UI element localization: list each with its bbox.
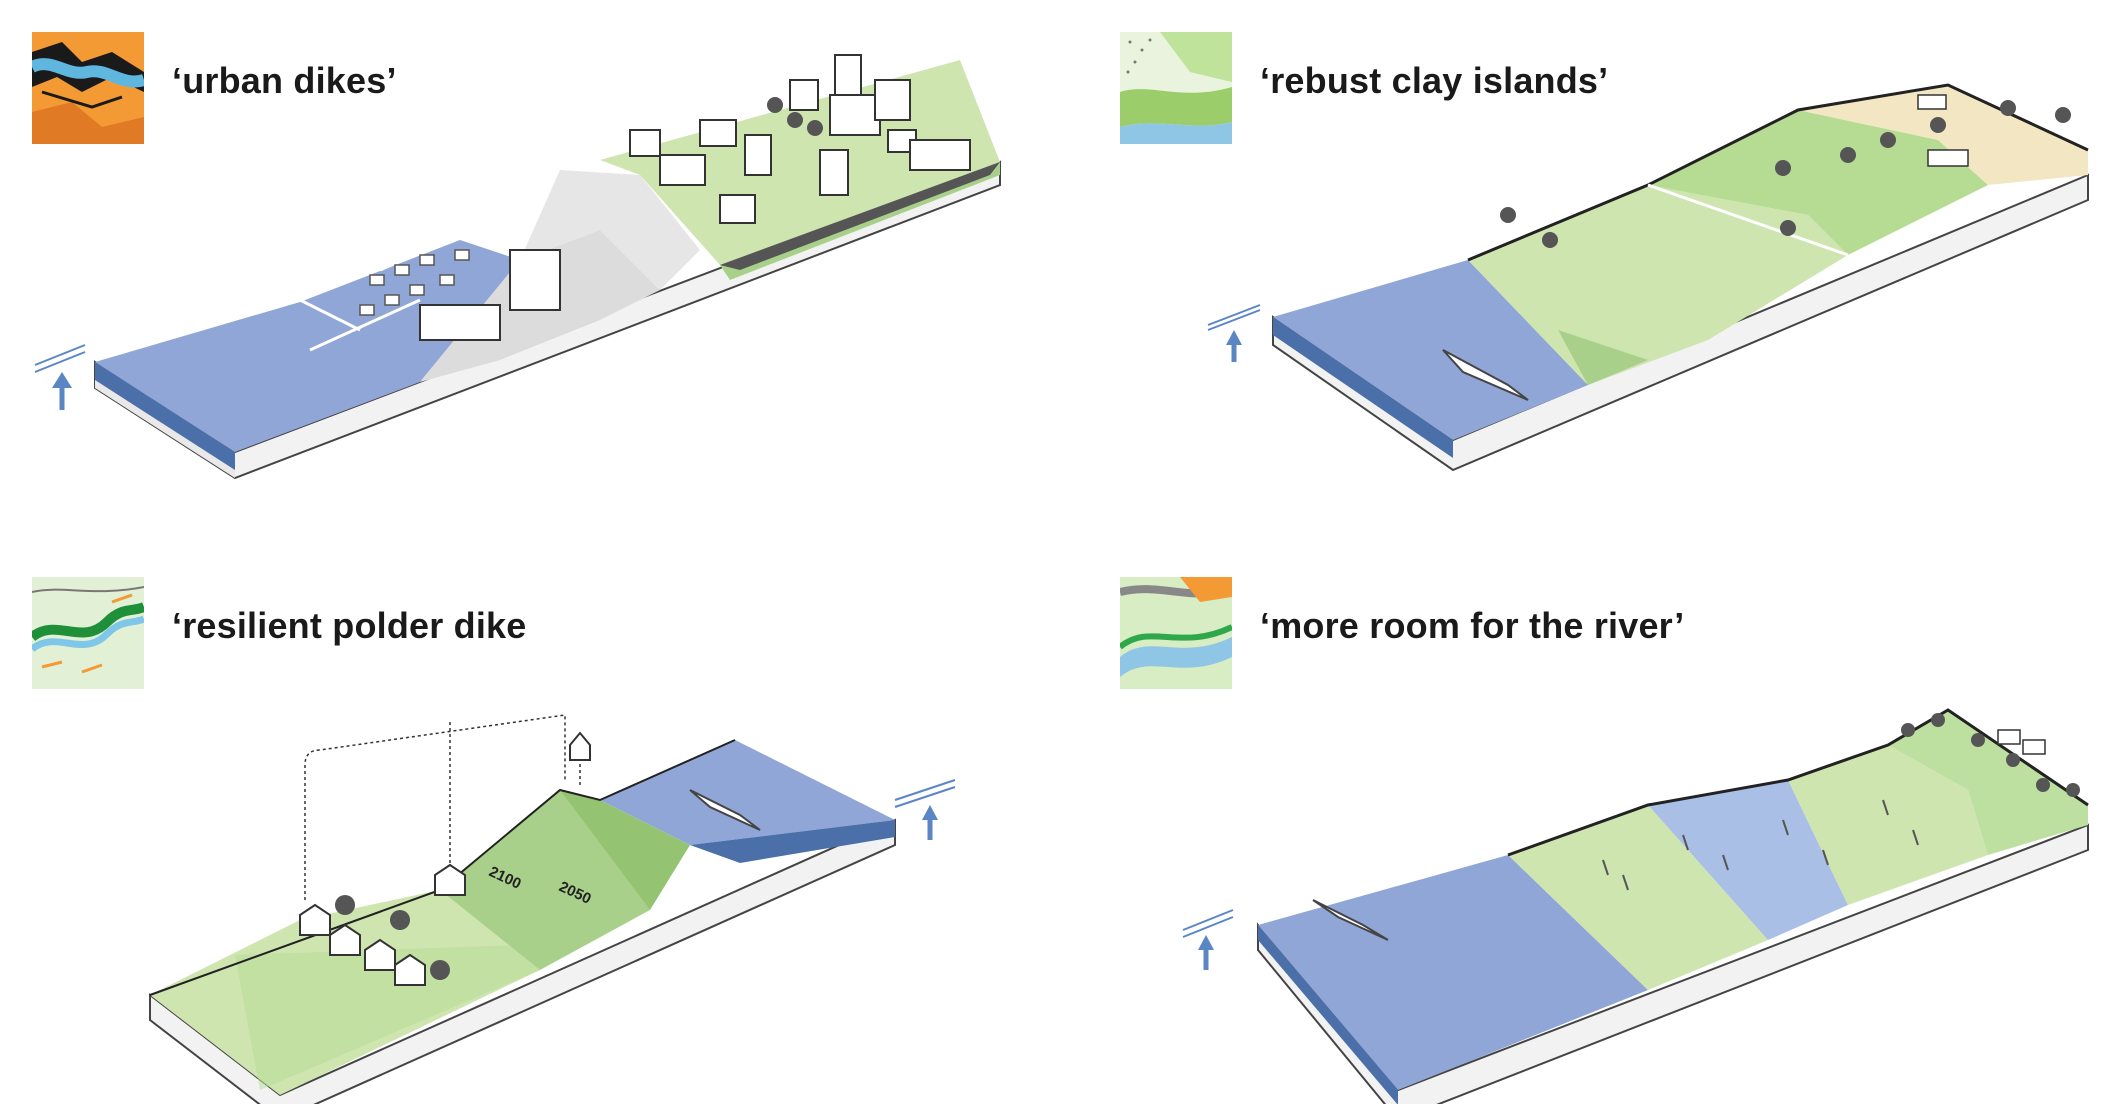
urban-dikes-scene xyxy=(34,54,1001,480)
boats xyxy=(359,249,470,316)
trees xyxy=(335,895,450,980)
room-for-river-scene xyxy=(1182,708,2089,1104)
ship xyxy=(689,789,761,831)
room-for-river-map-icon xyxy=(1120,577,1232,689)
panel-room-for-river: ‘more room for the river’ xyxy=(1088,545,2123,1104)
water-level-arrow-icon xyxy=(1182,909,1234,970)
panel-title: ‘urban dikes’ xyxy=(172,60,397,101)
floodplain-green xyxy=(1508,805,1768,990)
outer-floodplain xyxy=(1788,745,1988,905)
farmland xyxy=(1798,85,2088,185)
panel-title: ‘resilient polder dike xyxy=(172,605,527,646)
dike-houses xyxy=(1997,729,2046,755)
houses xyxy=(299,731,591,986)
ship xyxy=(1312,899,1389,941)
river-water xyxy=(1273,260,1588,440)
panel-polder-dike: ‘resilient polder dike 2100 2050 xyxy=(0,545,1061,1104)
reeds xyxy=(1602,799,1919,891)
city-buildings xyxy=(419,54,971,341)
panel-title: ‘more room for the river’ xyxy=(1260,605,1685,646)
panel-clay-islands: ‘rebust clay islands’ xyxy=(1088,0,2123,559)
river-water xyxy=(600,740,895,845)
trees xyxy=(1901,713,2080,797)
water-level-arrow-icon xyxy=(1207,304,1261,362)
panel-title: ‘rebust clay islands’ xyxy=(1260,60,1609,101)
water-level-arrow-icon xyxy=(894,779,956,840)
clay-islands-map-icon xyxy=(1120,32,1232,144)
panel-urban-dikes: ‘urban dikes’ xyxy=(0,0,1061,559)
polder-dike-scene: 2100 2050 xyxy=(149,714,956,1104)
ship xyxy=(1442,349,1529,401)
trees xyxy=(767,97,823,136)
marina-piers xyxy=(289,228,471,352)
side-channel xyxy=(1648,780,1848,940)
urban-dikes-map-icon xyxy=(32,32,144,144)
river-water xyxy=(1258,855,1648,1090)
clay-islands-scene xyxy=(1207,83,2089,472)
polder-dike-map-icon xyxy=(32,577,144,689)
farm-buildings xyxy=(1917,94,1969,167)
polder-fields xyxy=(1648,110,1988,255)
water-level-arrow-icon xyxy=(34,344,86,410)
relocation-arrows xyxy=(304,714,581,900)
trees xyxy=(1500,100,2071,248)
